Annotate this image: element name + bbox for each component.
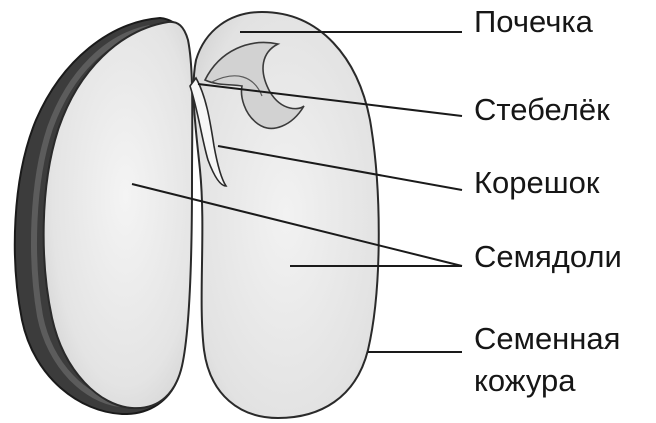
label-seed-coat-line2: кожура (474, 365, 576, 396)
label-bud: Почечка (474, 6, 593, 37)
label-stem: Стебелёк (474, 94, 610, 125)
label-root: Корешок (474, 167, 599, 198)
label-seed-coat-line1: Семенная (474, 323, 620, 354)
label-cotyledons: Семядоли (474, 241, 622, 272)
